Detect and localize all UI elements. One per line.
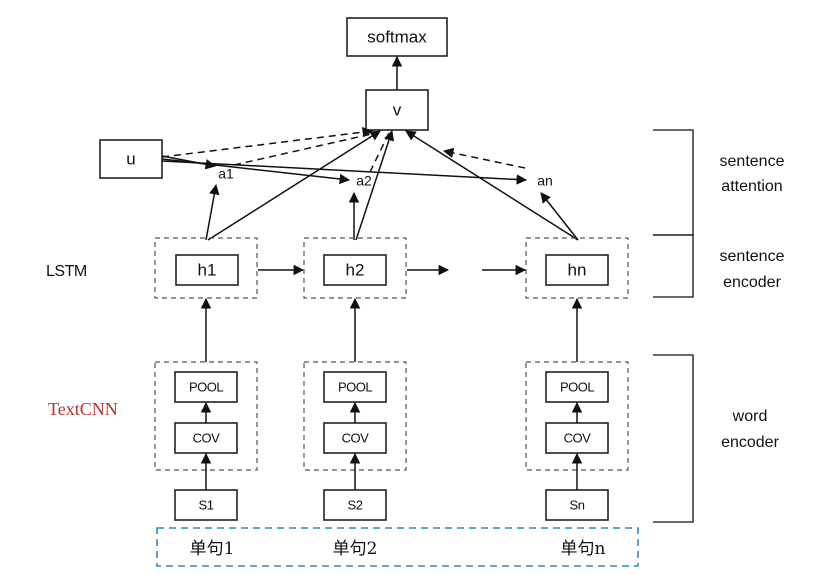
- conv-box-2: [323, 422, 387, 454]
- v-label: v: [393, 100, 402, 119]
- pool-label-1: POOL: [189, 379, 223, 394]
- weight-a2: a2: [356, 173, 372, 189]
- conv-box-n: [545, 422, 609, 454]
- pool-box-1: [174, 371, 238, 403]
- softmax-label: softmax: [367, 27, 427, 46]
- textcnn-label: TextCNN: [48, 399, 118, 419]
- sentence-2: 单句2: [333, 539, 378, 559]
- u-to-an-arrow: [161, 160, 528, 185]
- a1-to-v-dashed: [233, 132, 377, 166]
- v-box: [365, 89, 429, 131]
- u-label: u: [126, 149, 135, 168]
- input-label-n: Sn: [570, 497, 585, 512]
- word-encoder-line1: word: [732, 408, 768, 425]
- h1-label: h1: [198, 260, 217, 279]
- hn-box: [545, 254, 609, 286]
- a2-to-v-dashed: [369, 132, 390, 173]
- hn-label: hn: [568, 260, 587, 279]
- hn-to-v-arrow: [405, 130, 579, 241]
- input-label-1: S1: [199, 497, 214, 512]
- h2-label: h2: [346, 260, 365, 279]
- an-to-v-dashed-arrow: [442, 147, 526, 169]
- conv-label-1: COV: [193, 430, 221, 445]
- sentences-frame: [156, 527, 639, 567]
- u-to-v-dashed-arrow: [161, 126, 374, 158]
- sentence-n: 单句n: [561, 539, 606, 559]
- pool-label-n: POOL: [560, 379, 594, 394]
- pool-box-2: [323, 371, 387, 403]
- hn-to-an-arrow: [540, 192, 579, 241]
- weight-an: an: [537, 173, 553, 189]
- conv-label-n: COV: [564, 430, 592, 445]
- input-box-2: [323, 489, 387, 521]
- sentence-encoder-line1: sentence: [720, 248, 785, 265]
- input-label-2: S2: [348, 497, 363, 512]
- sentence-1: 单句1: [190, 539, 235, 559]
- h2-box: [323, 254, 387, 286]
- h1-to-a1-arrow: [205, 183, 220, 241]
- conv-label-2: COV: [342, 430, 370, 445]
- softmax-box: [346, 17, 448, 57]
- sentence-attention-line2: attention: [721, 178, 782, 195]
- h2-to-v-arrow: [355, 130, 395, 241]
- input-box-1: [174, 489, 238, 521]
- lstm-label: LSTM: [46, 263, 87, 280]
- input-box-n: [545, 489, 609, 521]
- weight-a1: a1: [218, 166, 234, 182]
- pool-label-2: POOL: [338, 379, 372, 394]
- sentence-attention-bracket: [653, 129, 694, 236]
- h1-to-v-arrow: [207, 130, 381, 241]
- h1-box: [175, 254, 239, 286]
- sentence-attention-line1: sentence: [720, 153, 785, 170]
- sentence-encoder-line2: encoder: [723, 274, 781, 291]
- word-encoder-line2: encoder: [721, 434, 779, 451]
- u-box: [99, 139, 163, 179]
- word-encoder-bracket: [653, 354, 694, 523]
- sentence-encoder-bracket: [653, 234, 694, 298]
